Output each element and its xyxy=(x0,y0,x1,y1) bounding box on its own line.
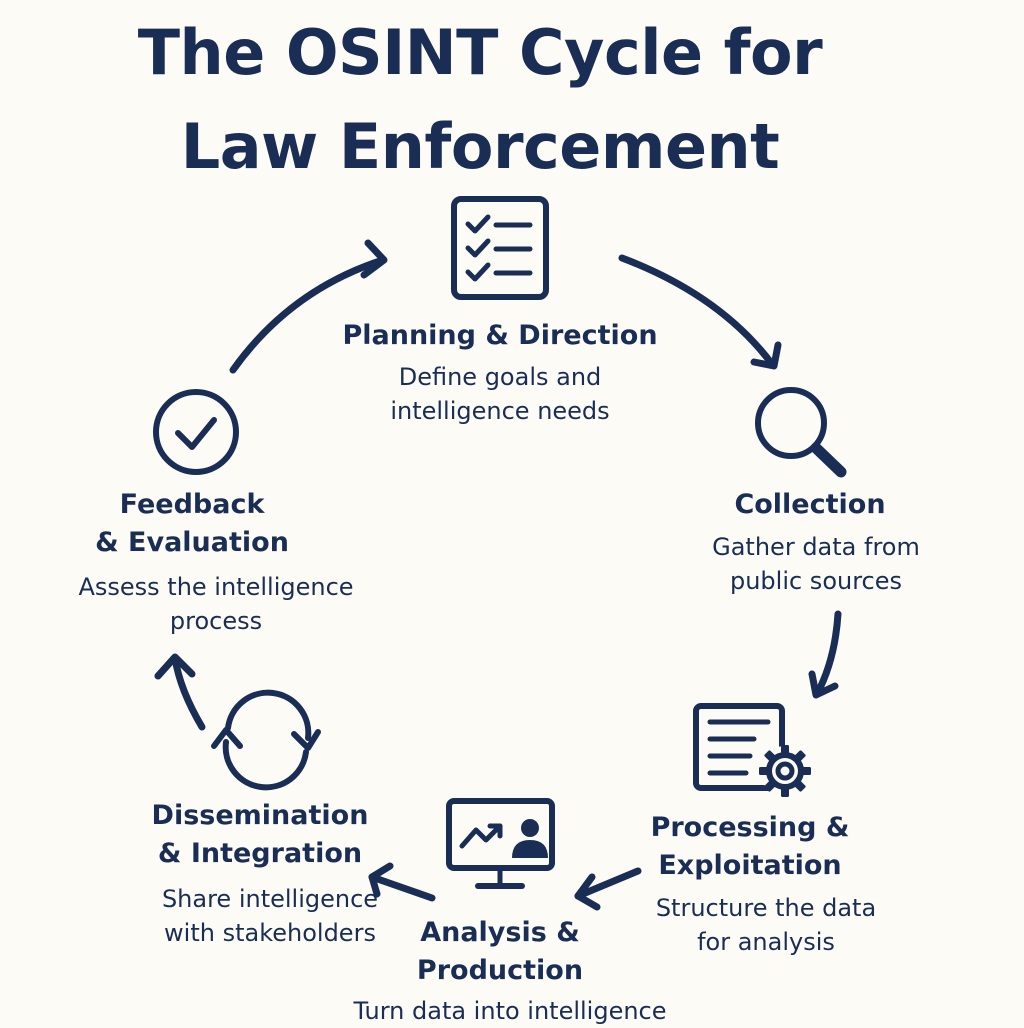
stage-title-line: Planning & Direction xyxy=(342,320,658,351)
monitor-chart-user-icon xyxy=(446,798,555,889)
stage-title-dissemination: Dissemination & Integration xyxy=(140,797,380,873)
checklist-icon xyxy=(451,196,549,300)
stage-desc-line: Assess the intelligence xyxy=(78,573,354,601)
stage-desc-line: process xyxy=(169,607,263,635)
stage-title-line: Analysis & xyxy=(420,917,580,948)
stage-title-line: Collection xyxy=(734,489,886,520)
stage-desc-line: Turn data into intelligence xyxy=(353,997,667,1025)
title-line-1: The OSINT Cycle for xyxy=(137,16,823,89)
magnifying-glass-icon xyxy=(755,387,847,478)
stage-title-processing: Processing & Exploitation xyxy=(630,809,870,885)
stage-desc-analysis: Turn data into intelligence xyxy=(320,994,700,1028)
stage-desc-collection: Gather data from public sources xyxy=(676,530,956,598)
stage-desc-line: Gather data from xyxy=(712,533,920,561)
arrow-feedback-to-planning xyxy=(229,239,388,374)
stage-desc-line: public sources xyxy=(729,567,903,595)
stage-title-line: Processing & xyxy=(650,812,850,843)
stage-title-line: Exploitation xyxy=(658,850,842,881)
stage-desc-line: intelligence needs xyxy=(390,397,610,425)
arrow-analysis-to-dissemination xyxy=(368,862,436,902)
arrow-dissemination-to-feedback xyxy=(154,653,206,731)
check-circle-icon xyxy=(153,389,239,475)
arrow-planning-to-collection xyxy=(618,254,782,370)
arrow-processing-to-analysis xyxy=(574,867,642,911)
stage-desc-line: Share intelligence xyxy=(161,885,379,913)
title-line-2: Law Enforcement xyxy=(180,110,780,183)
stage-desc-line: for analysis xyxy=(697,928,835,956)
stage-title-line: & Evaluation xyxy=(95,527,289,558)
stage-title-feedback: Feedback & Evaluation xyxy=(72,486,312,562)
stage-title-analysis: Analysis & Production xyxy=(380,914,620,990)
stage-title-planning: Planning & Direction xyxy=(330,317,670,355)
stage-desc-dissemination: Share intelligence with stakeholders xyxy=(140,882,400,950)
refresh-cycle-icon xyxy=(211,689,321,791)
document-gear-icon xyxy=(693,703,811,797)
stage-desc-feedback: Assess the intelligence process xyxy=(56,570,376,638)
stage-title-line: & Integration xyxy=(157,838,363,869)
page-title: The OSINT Cycle for Law Enforcement xyxy=(0,6,960,194)
stage-title-line: Dissemination xyxy=(151,800,369,831)
stage-desc-processing: Structure the data for analysis xyxy=(636,891,896,959)
arrow-collection-to-processing xyxy=(808,610,842,699)
stage-desc-line: Structure the data xyxy=(655,894,877,922)
stage-desc-line: with stakeholders xyxy=(164,919,376,947)
stage-title-collection: Collection xyxy=(680,486,940,524)
stage-desc-line: Define goals and xyxy=(398,363,602,391)
stage-title-line: Feedback xyxy=(119,489,265,520)
stage-title-line: Production xyxy=(416,955,584,986)
stage-desc-planning: Define goals and intelligence needs xyxy=(330,360,670,428)
